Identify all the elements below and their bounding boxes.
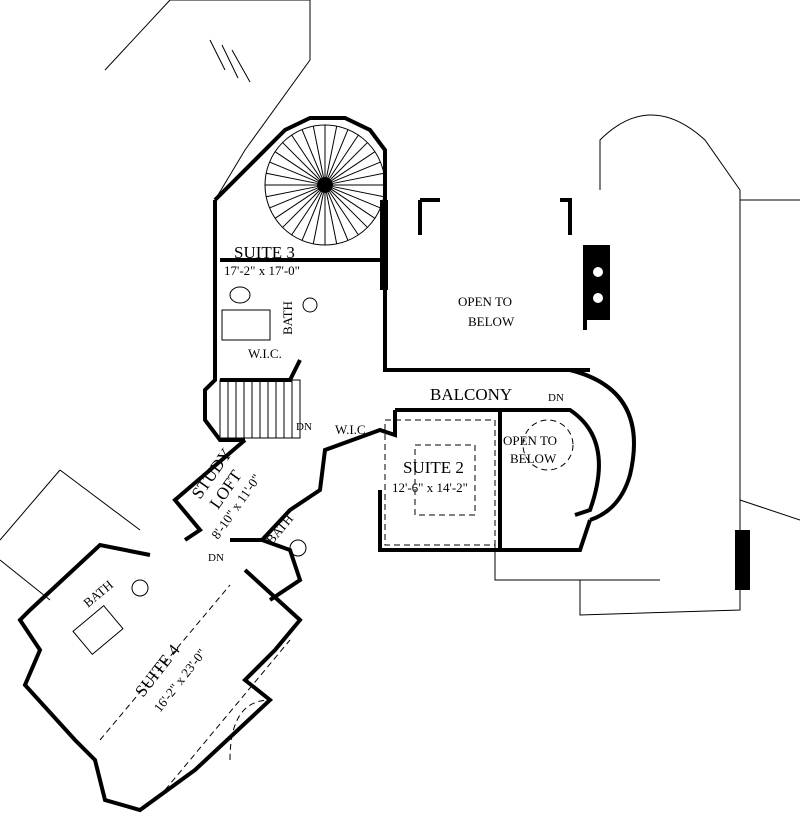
dn-loft-label: DN: [208, 552, 224, 564]
stair-tread: [332, 187, 381, 209]
stair-tread: [332, 161, 381, 183]
fixtures: [72, 200, 750, 791]
open-to-below-1-line1: OPEN TO: [458, 294, 512, 309]
suite3-name: SUITE 3: [234, 243, 295, 262]
dn-curved-label: DN: [548, 392, 564, 404]
stair-tread: [269, 187, 318, 209]
balcony-label: BALCONY: [430, 385, 512, 404]
suite2-wic-label: W.I.C.: [335, 422, 369, 437]
stair-tread: [282, 190, 320, 228]
stair-tread: [312, 126, 324, 178]
stair-tread: [331, 189, 376, 219]
roof-outlines: [0, 0, 800, 616]
suite3-size: 17'-2" x 17'-0": [224, 263, 300, 278]
stair-tread: [330, 190, 368, 228]
stair-tread: [327, 129, 349, 178]
suite2-name: SUITE 2: [403, 458, 464, 477]
open-to-below-1-line2: BELOW: [468, 314, 515, 329]
stair-tread: [326, 126, 338, 178]
spiral-stair: [264, 124, 386, 246]
suite3-wic-label: W.I.C.: [248, 346, 282, 361]
dn-main-label: DN: [296, 421, 312, 433]
suite3-bath-label: BATH: [280, 301, 295, 335]
stair-tread: [266, 186, 318, 198]
stair-tread: [330, 142, 368, 180]
stair-tread: [327, 192, 349, 241]
stair-tread: [329, 134, 359, 179]
suite2-size: 12'-6" x 14'-2": [392, 480, 468, 495]
suite4-bath-label: BATH: [80, 577, 116, 610]
main-stair: [219, 379, 301, 439]
loft-bath-label: BATH: [263, 511, 296, 547]
stair-tread: [291, 134, 321, 179]
stair-tread: [301, 129, 323, 178]
stair-tread: [332, 186, 384, 198]
stair-tread: [274, 189, 319, 219]
stair-tread: [326, 192, 338, 244]
stair-tread: [329, 191, 359, 236]
open-to-below-2-line1: OPEN TO: [503, 433, 557, 448]
stair-tread: [269, 161, 318, 183]
stair-tread: [301, 192, 323, 241]
stair-tread: [331, 151, 376, 181]
stair-tread: [266, 172, 318, 184]
stair-tread: [332, 172, 384, 184]
open-to-below-2-line2: BELOW: [510, 451, 557, 466]
stair-tread: [282, 142, 320, 180]
stair-tread: [291, 191, 321, 236]
stair-tread: [312, 192, 324, 244]
stair-tread: [274, 151, 319, 181]
